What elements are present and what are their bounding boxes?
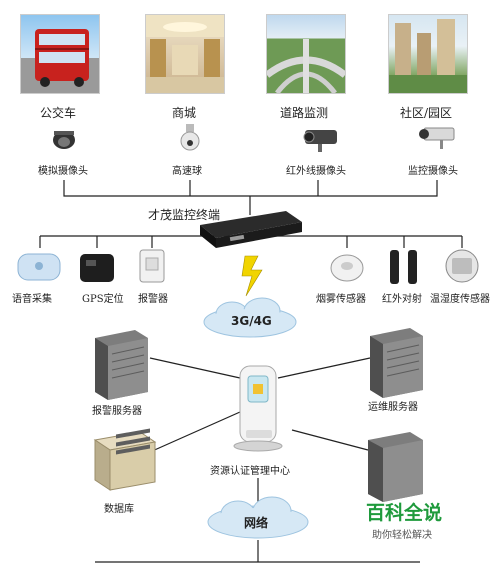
double-decker-bus-image bbox=[35, 29, 89, 87]
database-label: 数据库 bbox=[104, 504, 134, 515]
bus-photo bbox=[20, 14, 100, 94]
mall-photo bbox=[145, 14, 225, 94]
auth-center-device-icon bbox=[233, 365, 283, 452]
alarm-device-icon bbox=[139, 249, 165, 283]
peripheral-label-humidity: 温湿度传感器 bbox=[430, 294, 490, 305]
peripheral-label-smoke: 烟雾传感器 bbox=[316, 294, 366, 305]
auth-center-label: 资源认证管理中心 bbox=[210, 466, 290, 477]
gps-locator-icon bbox=[80, 254, 114, 282]
cloud-network-icon bbox=[207, 496, 309, 539]
peripheral-label-voice: 语音采集 bbox=[12, 294, 52, 305]
scene-label-community: 社区/园区 bbox=[400, 106, 453, 120]
database-storage-icon bbox=[93, 428, 157, 491]
cloud-network-label: 网络 bbox=[244, 516, 269, 530]
humidity-sensor-icon bbox=[445, 249, 479, 283]
community-photo bbox=[388, 14, 468, 94]
mall-interior-image bbox=[146, 15, 224, 93]
wireless-bolt-icon bbox=[241, 255, 263, 297]
scene-label-bus: 公交车 bbox=[40, 106, 77, 120]
ops-server-icon bbox=[370, 328, 423, 398]
camera-label-speed-dome: 高速球 bbox=[172, 166, 202, 177]
smoke-sensor-icon bbox=[330, 254, 364, 282]
peripheral-label-alarm: 报警器 bbox=[138, 294, 168, 305]
scene-label-road: 道路监测 bbox=[280, 106, 329, 120]
watermark-title: 百科全说 bbox=[366, 502, 443, 524]
camera-label-infrared: 红外线摄像头 bbox=[286, 166, 346, 177]
alarm-server-label: 报警服务器 bbox=[92, 406, 142, 417]
voice-collector-icon bbox=[17, 253, 61, 281]
database-server-right-icon bbox=[368, 432, 423, 502]
camera-label-analog: 模拟摄像头 bbox=[38, 166, 88, 177]
monitor-terminal-icon bbox=[200, 211, 302, 248]
watermark-subtitle: 助你轻松解决 bbox=[372, 530, 432, 541]
highway-interchange-image bbox=[267, 39, 345, 93]
infrared-beam-icon bbox=[390, 250, 417, 284]
cloud-3g-4g-label: 3G/4G bbox=[231, 314, 272, 328]
scene-label-mall: 商城 bbox=[172, 106, 197, 120]
camera-label-monitor: 监控摄像头 bbox=[408, 166, 458, 177]
alarm-server-icon bbox=[95, 330, 148, 400]
ops-server-label: 运维服务器 bbox=[368, 402, 418, 413]
residential-towers-image bbox=[389, 19, 467, 93]
peripheral-label-gps: GPS定位 bbox=[82, 294, 124, 305]
road-photo bbox=[266, 14, 346, 94]
cloud-3g-4g-icon bbox=[203, 297, 297, 338]
peripheral-label-infrared-beam: 红外对射 bbox=[382, 294, 422, 305]
terminal-label: 才茂监控终端 bbox=[148, 208, 221, 222]
